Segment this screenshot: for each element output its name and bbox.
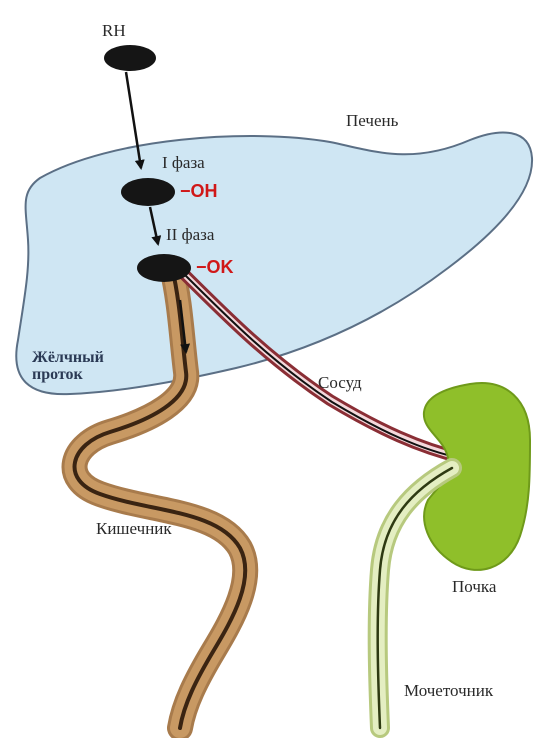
kidney-label: Почка [452,578,496,596]
phase1-molecule [121,178,175,206]
phase2-molecule [137,254,191,282]
vessel-label: Сосуд [318,374,362,392]
phase2-label: II фаза [166,226,214,244]
bile-duct-label-line2: проток [32,367,104,384]
rh-label: RH [102,22,126,40]
bile-duct-label: Жёлчный проток [32,350,104,384]
intestine-label: Кишечник [96,520,172,538]
ureter-label: Мочеточник [404,682,493,700]
liver-label: Печень [346,112,398,130]
oh-label: −OH [180,182,218,201]
ok-label: −OK [196,258,234,277]
bile-duct-label-line1: Жёлчный [32,350,104,367]
rh-molecule [104,45,156,71]
phase1-label: I фаза [162,154,205,172]
